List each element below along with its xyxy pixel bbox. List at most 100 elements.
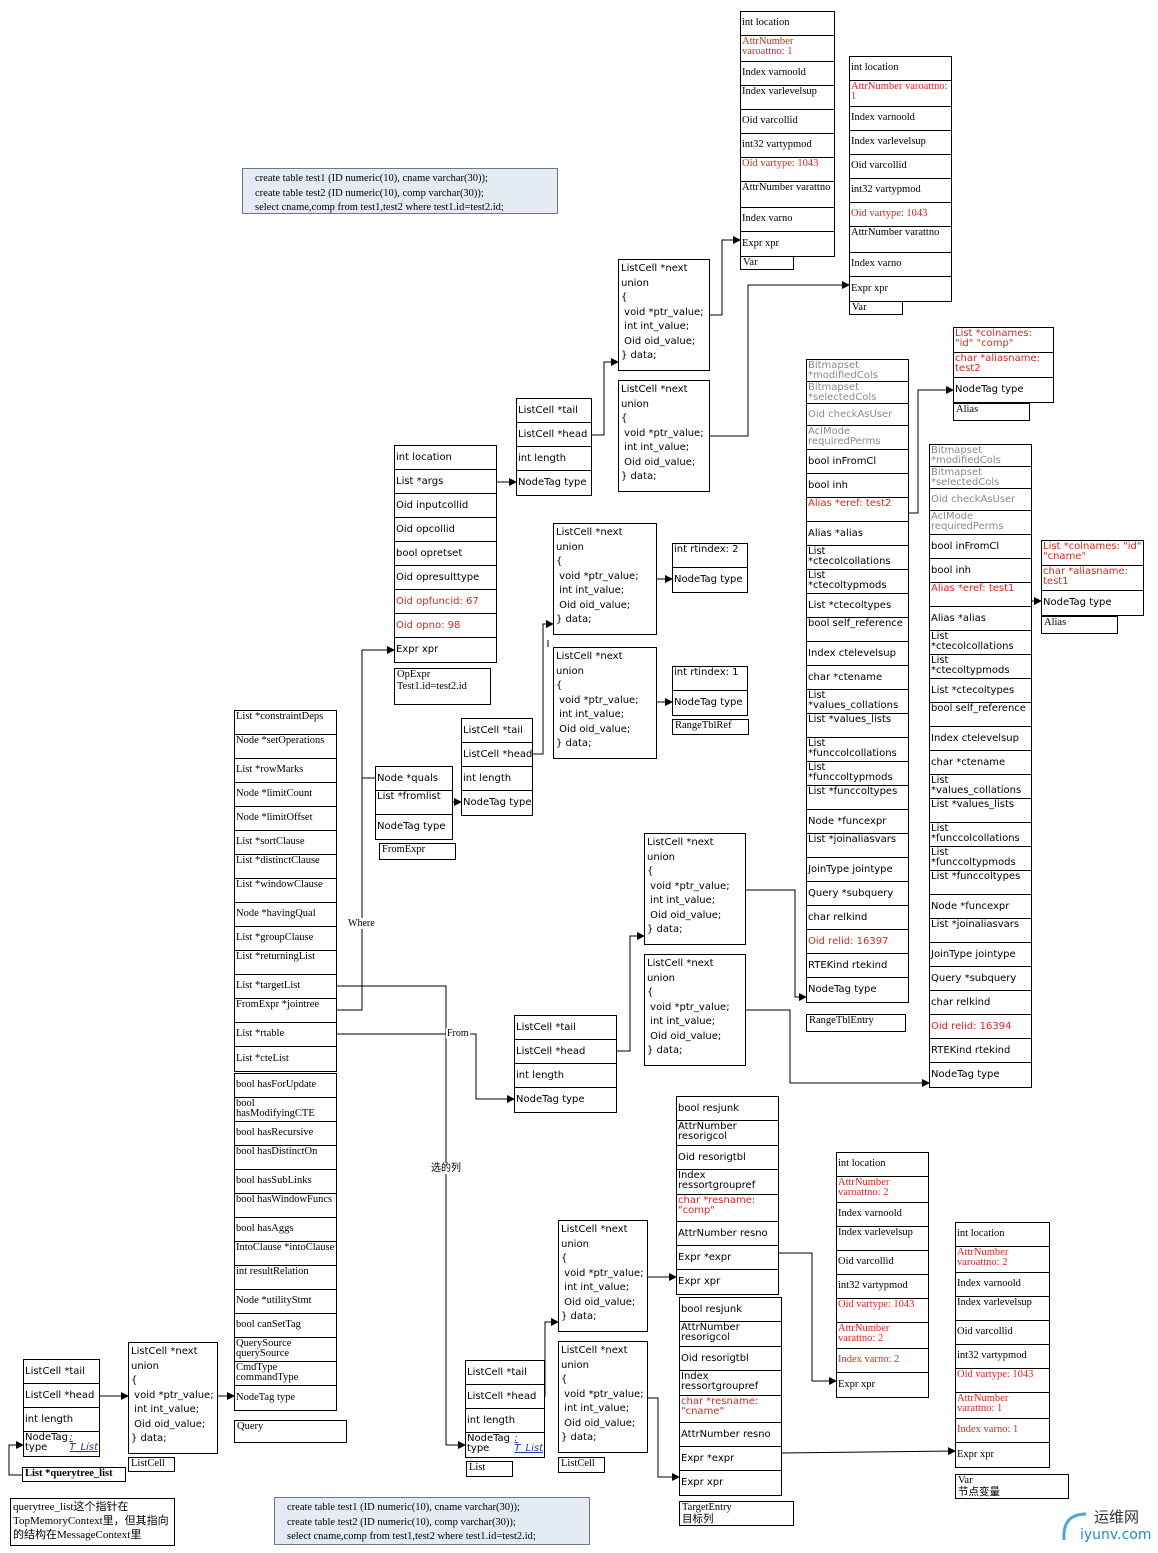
- field-index-varnoold: Index varnoold: [741, 62, 834, 86]
- field-bool-infromcl: bool inFromCl: [930, 535, 1031, 559]
- label-line: ListCell: [131, 1458, 165, 1469]
- field-index-ressortgroupref: Index ressortgroupref: [680, 1371, 781, 1396]
- field-expr-xpr: Expr xpr: [678, 1276, 721, 1287]
- field-int-length: int length: [466, 1409, 544, 1433]
- field-char-resname-comp: char *resname: "comp": [677, 1195, 778, 1222]
- rangetblentry-label-1: RangeTblEntry: [806, 1014, 906, 1032]
- args-var-2-arrow: [710, 281, 850, 437]
- field-bool-resjunk: bool resjunk: [677, 1097, 778, 1121]
- listcell-target-1: ListCell *next union { void *ptr_value; …: [558, 1220, 648, 1332]
- field-int-length: int length: [515, 1064, 616, 1088]
- label-line: RangeTblRef: [675, 720, 732, 731]
- field-list-colnames-id-cname: List *colnames: "id" "cname": [1042, 541, 1143, 566]
- field-oid-varcollid: Oid varcollid: [741, 110, 834, 134]
- label-line: RangeTblEntry: [809, 1015, 874, 1026]
- field-oid-vartype-1043: Oid vartype: 1043: [956, 1369, 1049, 1393]
- field-int-length: int length: [517, 447, 591, 471]
- listcell-target-2: ListCell *next union { void *ptr_value; …: [558, 1341, 648, 1453]
- field-nodetag-type: NodeTag type: [463, 797, 532, 808]
- field-nodetag-type: NodeTag type: [674, 574, 743, 585]
- field-list-targetlist: List *targetList: [235, 975, 336, 999]
- from-edge-label: From: [446, 1028, 470, 1039]
- field-bool-infromcl: bool inFromCl: [807, 450, 908, 474]
- field-index-varlevelsup: Index varlevelsup: [850, 131, 951, 155]
- field-index-varlevelsup: Index varlevelsup: [956, 1297, 1049, 1321]
- field-nodetag-type: NodeTag type: [1043, 597, 1112, 608]
- field-alias-alias: Alias *alias: [807, 522, 908, 546]
- field-attrnumber-varoattno-2: AttrNumber varoattno: 2: [956, 1247, 1049, 1273]
- field-expr-xpr: Expr xpr: [851, 282, 889, 294]
- field-int-location: int location: [956, 1223, 1049, 1247]
- field-oid-resorigtbl: Oid resorigtbl: [677, 1146, 778, 1170]
- label-line: Var: [743, 257, 758, 268]
- field-list-ctecoltypmods: List *ctecoltypmods: [930, 655, 1031, 679]
- field-nodetag-type: NodeTag type: [236, 1391, 296, 1403]
- field-expr-xpr: Expr xpr: [742, 237, 780, 249]
- field-rtekind-rtekind: RTEKind rtekind: [930, 1039, 1031, 1063]
- field-list-fromlist: List *fromlist: [376, 791, 452, 815]
- target-te-2-arrow: [648, 1397, 680, 1481]
- field-char-relkind: char relkind: [930, 991, 1031, 1015]
- sql-note-top: create table test1 (ID numeric(10), cnam…: [242, 168, 558, 214]
- field-node-limitcount: Node *limitCount: [235, 783, 336, 807]
- field-bool-hasdistincton: bool hasDistinctOn: [235, 1146, 336, 1170]
- field-node-havingqual: Node *havingQual: [235, 903, 336, 927]
- rte-1-alias-arrow: [909, 386, 954, 514]
- field-query-subquery: Query *subquery: [807, 882, 908, 906]
- field-nodetag-type: NodeTag type: [955, 384, 1024, 395]
- var-label-2: Var: [849, 301, 903, 315]
- field-list-funccoltypes: List *funccoltypes: [930, 871, 1031, 895]
- field-oid-relid-16397: Oid relid: 16397: [807, 930, 908, 954]
- label-line: List: [469, 1462, 486, 1473]
- field-expr-xpr: Expr xpr: [957, 1448, 995, 1460]
- field-int-location: int location: [741, 12, 834, 36]
- where-edge-label: Where: [347, 918, 376, 929]
- field-oid-varcollid: Oid varcollid: [837, 1251, 928, 1275]
- field-int-resultrelation: int resultRelation: [235, 1266, 336, 1290]
- field-list-values-lists: List *values_lists: [807, 714, 908, 738]
- field-list-sortclause: List *sortClause: [235, 831, 336, 855]
- listcell-query: ListCell *next union { void *ptr_value; …: [128, 1342, 218, 1454]
- alias-1-rows-struct: List *colnames: "id" "comp"char *aliasna…: [953, 327, 1054, 403]
- field-bitmapset-modifiedcols: Bitmapset *modifiedCols: [807, 360, 908, 382]
- field-list-joinaliasvars: List *joinaliasvars: [930, 919, 1031, 943]
- field-expr-xpr: Expr xpr: [396, 644, 439, 655]
- field-attrnumber-varattno-1: AttrNumber varattno: 1: [956, 1393, 1049, 1419]
- field-oid-varcollid: Oid varcollid: [956, 1321, 1049, 1345]
- label-line: 目标列: [682, 1514, 714, 1525]
- field-oid-relid-16394: Oid relid: 16394: [930, 1015, 1031, 1039]
- field-list-funccolcollations: List *funccolcollations: [807, 738, 908, 762]
- field-bool-hasforupdate: bool hasForUpdate: [235, 1074, 336, 1098]
- field-list-ctelist: List *cteList: [236, 1052, 289, 1064]
- querytree-note: querytree_list这个指针在TopMemoryContext里，但其指…: [10, 1498, 175, 1546]
- field-listcell-tail: ListCell *tail: [466, 1361, 544, 1385]
- field-listcell-head: ListCell *head: [462, 743, 532, 767]
- field-query-subquery: Query *subquery: [930, 967, 1031, 991]
- field-alias-alias: Alias *alias: [930, 607, 1031, 631]
- label-line: Var: [958, 1475, 973, 1486]
- field-nodetag-type: NodeTag type: [931, 1069, 1000, 1080]
- field-char-relkind: char relkind: [807, 906, 908, 930]
- field-node-setoperations: Node *setOperations: [235, 735, 336, 759]
- field-cmdtype-commandtype: CmdType commandType: [235, 1362, 336, 1386]
- field-list-values-lists: List *values_lists: [930, 799, 1031, 823]
- listcell-rtref-2: ListCell *next union { void *ptr_value; …: [553, 523, 657, 635]
- listcell-label-1: ListCell: [128, 1457, 175, 1472]
- field-oid-opfuncid-67: Oid opfuncid: 67: [395, 590, 496, 614]
- field-bool-inh: bool inh: [807, 474, 908, 498]
- field-text: NodeTag type: [467, 1433, 511, 1454]
- label-line: FromExpr: [382, 844, 426, 855]
- field-nodetag-type: NodeTag type: [518, 477, 587, 488]
- field-oid-checkasuser: Oid checkAsUser: [807, 404, 908, 426]
- query-label: Query: [234, 1420, 347, 1443]
- field-bool-self-reference: bool self_reference: [930, 703, 1031, 727]
- field-alias-eref-test1: Alias *eref: test1: [930, 583, 1031, 607]
